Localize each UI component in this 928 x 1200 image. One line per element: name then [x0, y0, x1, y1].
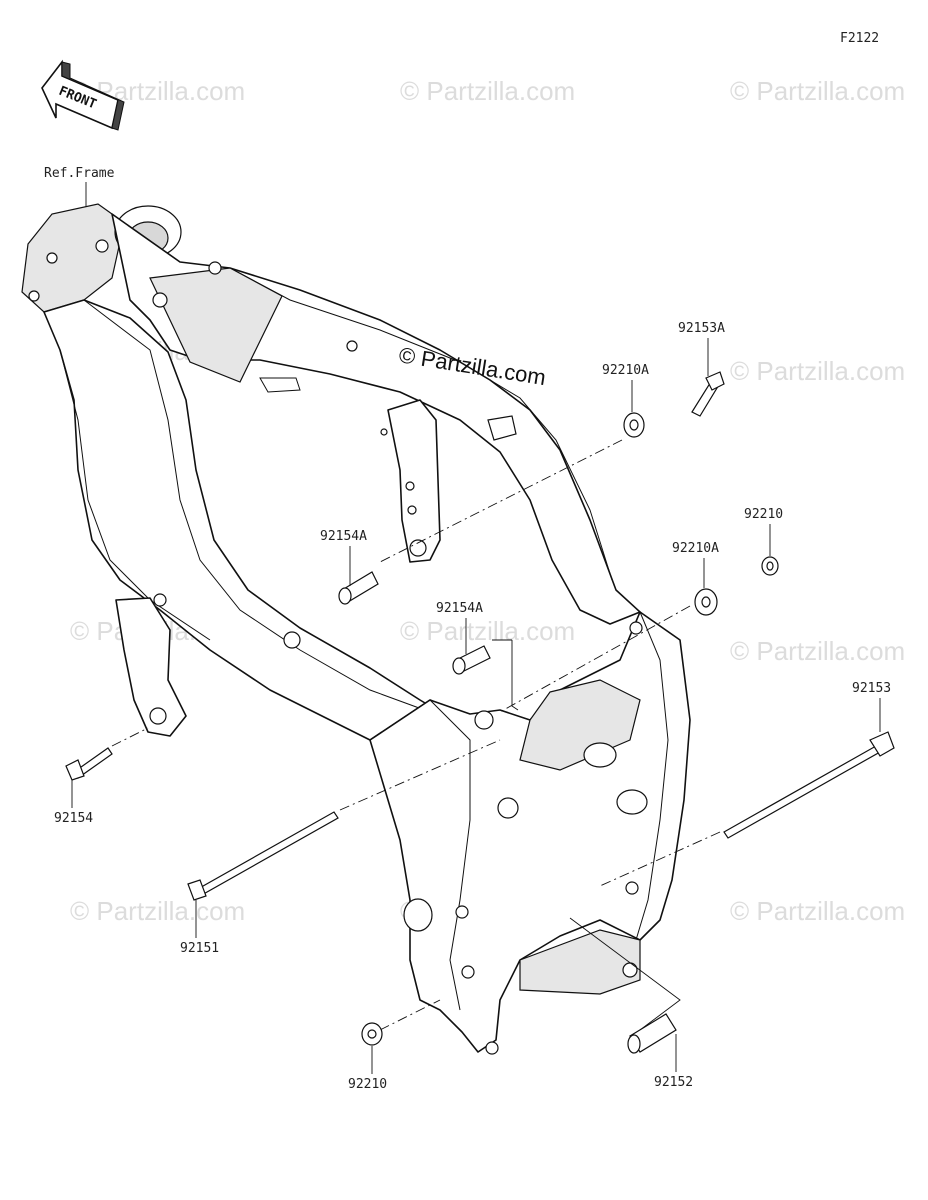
nut-92210A-upper	[623, 412, 645, 438]
part-label: 92154A	[320, 529, 367, 544]
nut-92210-lower	[361, 1022, 383, 1046]
part-label: 92154A	[436, 601, 483, 616]
collar-92154A-upper	[338, 571, 379, 605]
nut-92210A-middle	[694, 588, 718, 616]
part-label: 92210	[348, 1077, 387, 1092]
part-label: 92153	[852, 681, 891, 696]
collar-92154A-lower	[452, 645, 491, 675]
part-label: 92154	[54, 811, 93, 826]
nut-92210-right	[761, 556, 779, 576]
watermark: © Partzilla.com	[730, 76, 905, 106]
part-label: 92153A	[678, 321, 725, 336]
part-label: 92152	[654, 1075, 693, 1090]
watermark: © Partzilla.com	[730, 356, 905, 386]
diagram-code: F2122	[840, 31, 879, 46]
collar-92152	[627, 1013, 677, 1054]
bolt-92153A	[691, 371, 725, 417]
front-arrow-icon: FRONT	[41, 59, 125, 131]
watermark: © Partzilla.com	[400, 616, 575, 646]
part-label: 92210A	[672, 541, 719, 556]
part-labels: 92153A 92210A 92210 92210A 92154A 92154A…	[54, 321, 891, 1092]
part-label: 92210	[744, 507, 783, 522]
pivot-hole	[616, 789, 648, 815]
part-label: 92210A	[602, 363, 649, 378]
motorcycle-frame	[21, 203, 691, 1055]
watermark: © Partzilla.com	[70, 896, 245, 926]
watermark: © Partzilla.com	[730, 896, 905, 926]
lower-cross-member	[519, 929, 641, 995]
watermark: © Partzilla.com	[400, 76, 575, 106]
bolt-92151	[187, 811, 339, 901]
ref-frame-label: Ref.Frame	[44, 166, 115, 181]
watermark: © Partzilla.com	[730, 636, 905, 666]
bolt-92154	[65, 747, 113, 781]
assembly-lines	[111, 439, 721, 1031]
bolt-92153	[723, 731, 895, 839]
left-lower-hanger	[115, 597, 187, 737]
part-label: 92151	[180, 941, 219, 956]
upper-engine-hanger	[387, 399, 441, 563]
